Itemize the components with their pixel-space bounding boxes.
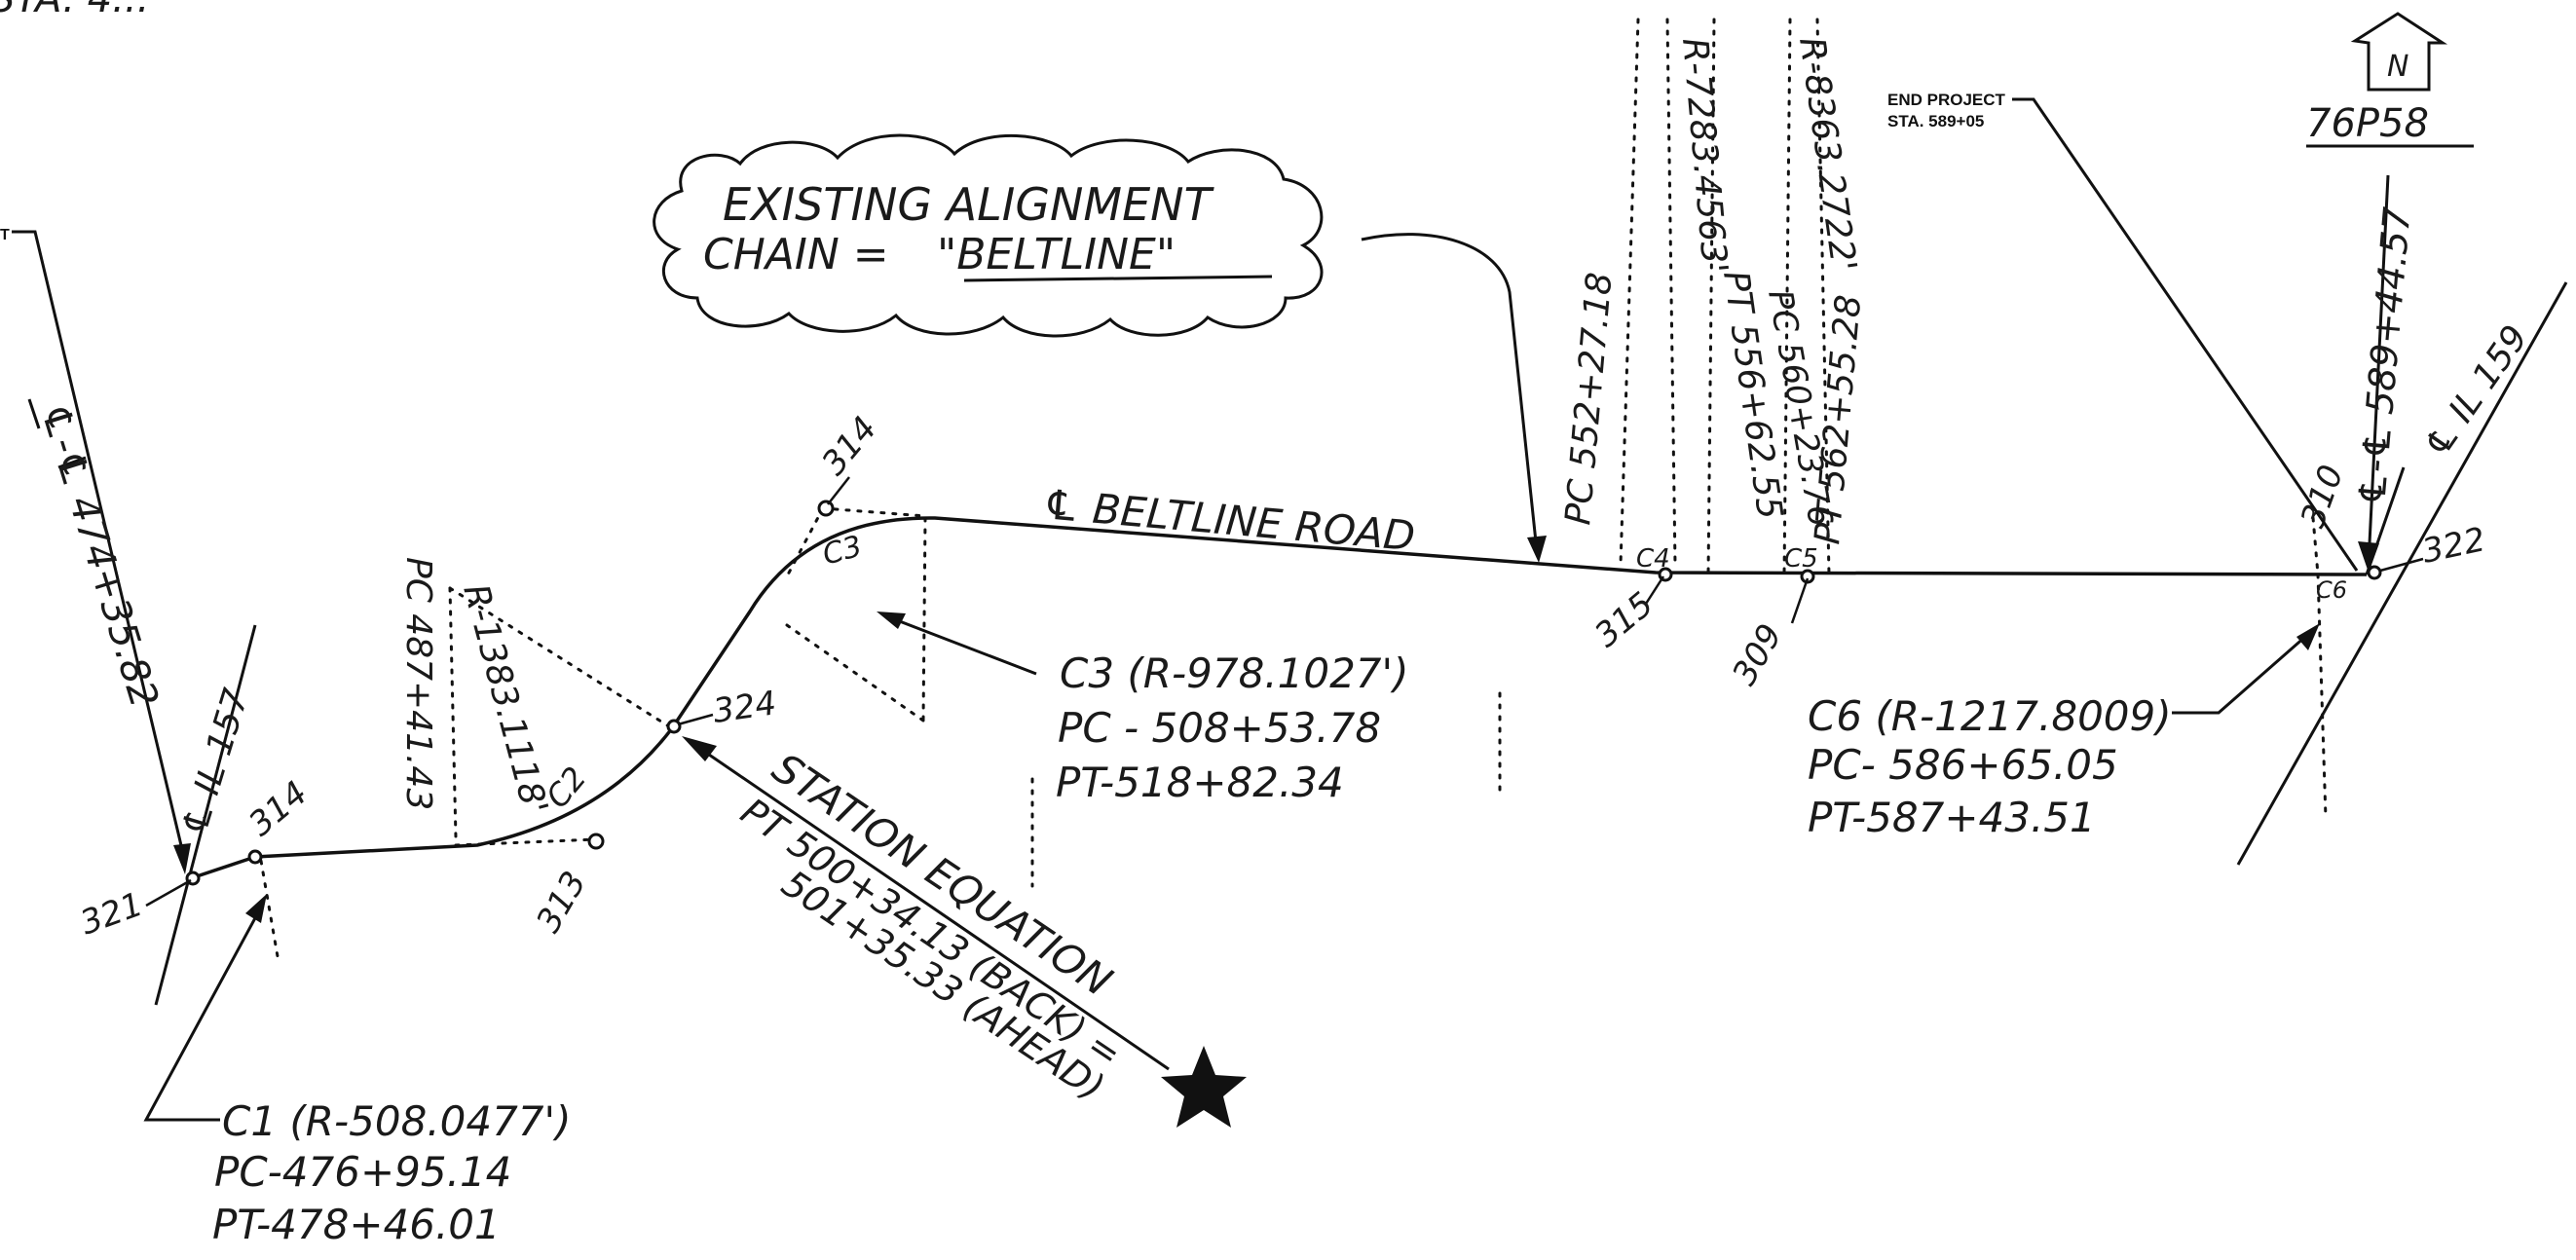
point-314b: 314: [814, 409, 884, 482]
point-322-marker: [2367, 565, 2382, 580]
c5-tick-a: [1782, 18, 1792, 576]
c6-tick-b: [2310, 504, 2320, 576]
c3-label: C3: [819, 530, 866, 573]
c3-pc: PC - 508+53.78: [1058, 704, 1381, 752]
start-project-leader: [12, 230, 187, 863]
c6-leader: [2172, 627, 2315, 715]
callout-line1: EXISTING ALIGNMENT: [723, 178, 1215, 231]
callout-leader: [1361, 233, 1539, 552]
right-centerline-label: ℄-℄ 589+44.57: [2350, 205, 2419, 507]
c6-tick-a: [2316, 573, 2328, 820]
c4-tick-c: [1706, 18, 1716, 576]
c1-title: C1 (R-508.0477'): [222, 1097, 571, 1145]
c3-leader: [883, 613, 1037, 676]
leader-322: [2379, 557, 2424, 573]
callout-line2-value: "BELTLINE": [937, 230, 1176, 279]
leader-324: [677, 713, 714, 726]
c3-tangent-a: [821, 506, 927, 518]
c4-tick-a: [1619, 18, 1640, 567]
point-309-marker: [1800, 569, 1815, 584]
station-equation-arrow: [692, 742, 1170, 1071]
callout-cloud: [653, 133, 1324, 338]
il157-line: [154, 624, 257, 1006]
c6-title: C6 (R-1217.8009): [1808, 692, 2172, 740]
c5-tick-b: [1815, 18, 1831, 576]
right-cl-line: [2367, 174, 2390, 564]
c1-leader-arrowhead: [245, 894, 267, 923]
end-project-leader: [2012, 97, 2359, 572]
r-c5-label: R-8363.2722': [1791, 35, 1863, 275]
c1-tangent: [259, 859, 280, 964]
pc-c2-label: PC 487+41.43: [398, 557, 438, 810]
leader-309: [1790, 577, 1810, 624]
point-321: 321: [75, 885, 148, 944]
c4-label: C4: [1636, 544, 1670, 574]
leader-321: [145, 878, 192, 908]
r-c4-label: R-7283.4563': [1674, 36, 1735, 275]
project-start-tick: T: [0, 227, 10, 243]
c3-tangent-b: [921, 516, 927, 723]
north-arrow-icon: [2350, 12, 2448, 92]
corner-text: STA. 4...: [0, 0, 149, 21]
c1-pc: PC-476+95.14: [214, 1148, 511, 1196]
point-313-marker: [587, 833, 605, 850]
leader-315: [1644, 575, 1665, 605]
c6-arm-up: [2365, 466, 2406, 575]
left-cl-tick-2: [57, 456, 87, 469]
c6-leader-arrowhead: [2296, 623, 2320, 650]
c3-title: C3 (R-978.1027'): [1060, 649, 1408, 697]
c2-chord: [454, 837, 598, 847]
point-324: 324: [711, 684, 779, 731]
c3-pt: PT-518+82.34: [1056, 759, 1344, 806]
point-314b-marker: [817, 500, 835, 517]
road-label: ℄ BELTLINE ROAD: [1041, 480, 1417, 560]
c2-tangent-b: [448, 586, 674, 730]
beltline-alignment: [190, 516, 2368, 880]
start-leader-arrowhead: [173, 843, 191, 874]
callout-leader-arrowhead: [1527, 536, 1547, 563]
left-cl-tick: [27, 398, 41, 429]
il159-line: [2236, 281, 2568, 866]
station-equation-arrowhead: [682, 736, 717, 761]
end-project-line2: STA. 589+05: [1887, 112, 1984, 130]
point-313: 313: [529, 865, 594, 939]
c3-tangent-d: [785, 506, 825, 578]
north-label: N: [2387, 50, 2408, 84]
c6-pt: PT-587+43.51: [1808, 794, 2096, 841]
callout-underline: [963, 275, 1273, 282]
c2-tangent-a: [448, 586, 458, 839]
leader-314b: [827, 476, 850, 505]
star-icon: [1161, 1046, 1247, 1128]
c1-leader: [143, 903, 265, 1122]
point-314a-marker: [247, 849, 263, 865]
r-c2-label: R-1383.1118': [455, 580, 554, 819]
c4-tick-b: [1665, 18, 1677, 567]
end-project-line1: END PROJECT: [1887, 91, 2006, 109]
left-centerline-label: ℄-℄ 474+35.82: [31, 398, 166, 713]
c1-pt: PT-478+46.01: [212, 1201, 501, 1248]
c3-tangent-c: [785, 623, 925, 723]
c6-label: C6: [2316, 576, 2347, 604]
point-324-marker: [666, 719, 682, 734]
point-309: 309: [1725, 617, 1790, 691]
c6-pc: PC- 586+65.05: [1808, 741, 2118, 789]
point-314a: 314: [242, 774, 315, 844]
sheet-number: 76P58: [2306, 101, 2429, 146]
pc-c4-label: PC 552+27.18: [1558, 271, 1621, 527]
c3-leader-arrowhead: [877, 611, 906, 629]
callout-line2-prefix: CHAIN =: [703, 230, 889, 279]
c5-label: C5: [1784, 544, 1818, 574]
